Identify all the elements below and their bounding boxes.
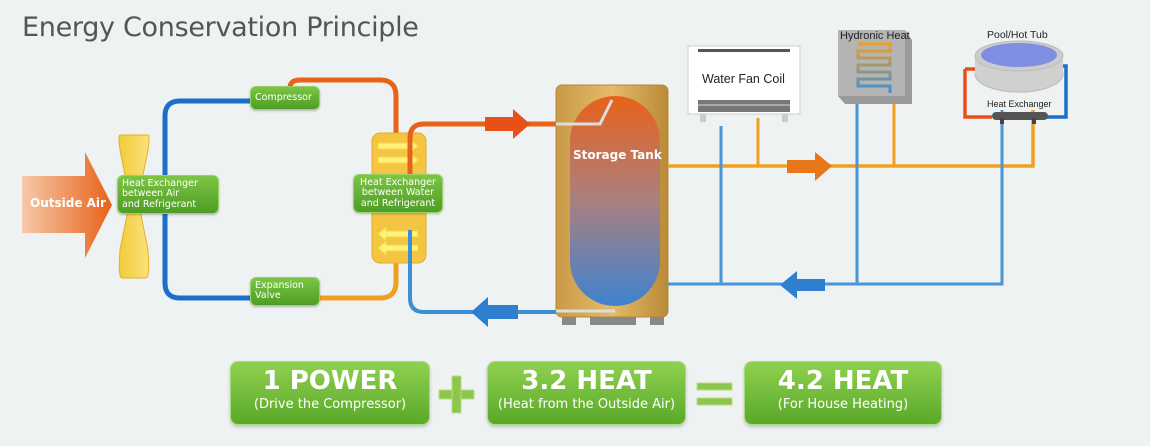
heat-transfer-arrows-icon [377,137,419,257]
flow-arrow-left-icon [780,271,825,299]
storage-tank-label: Storage Tank [573,148,662,162]
compressor-box: Compressor [250,86,320,111]
refrigerant-hot-line [287,77,399,175]
pool-heat-exchanger-label: Heat Exchanger [987,99,1052,109]
hydronic-heat-label: Hydronic Heat [840,30,910,42]
expansion-valve-box: Expansion Valve [250,277,320,306]
result-term-box: 4.2 HEAT (For House Heating) [744,361,942,425]
equals-operator-icon [696,382,733,406]
power-term-box: 1 POWER (Drive the Compressor) [230,361,430,425]
water-fan-coil-unit [687,45,801,122]
flow-arrow-right-icon [787,152,832,181]
outside-air-label: Outside Air [30,196,106,210]
pool-hot-tub-icon [963,40,1068,124]
pool-label: Pool/Hot Tub [987,29,1048,41]
cold-water-return-line [408,230,570,314]
page-title: Energy Conservation Principle [22,12,419,43]
hot-water-supply-line [407,121,568,175]
air-heat-exchanger-box: Heat Exchanger between Air and Refrigera… [117,175,219,215]
plus-operator-icon [438,375,475,414]
storage-tank-interior [570,96,660,306]
flow-arrow-left-icon [471,297,518,327]
outside-air-arrow-icon [22,152,112,258]
hydronic-heat-unit [838,30,912,104]
refrigerant-warm-line [310,225,399,301]
water-fan-coil-label: Water Fan Coil [702,72,785,86]
heat-term-box: 3.2 HEAT (Heat from the Outside Air) [487,361,686,425]
water-heat-exchanger-box: Heat Exchanger between Water and Refrige… [353,174,443,214]
cold-return-line [668,110,1004,286]
flow-arrow-right-icon [485,109,530,139]
